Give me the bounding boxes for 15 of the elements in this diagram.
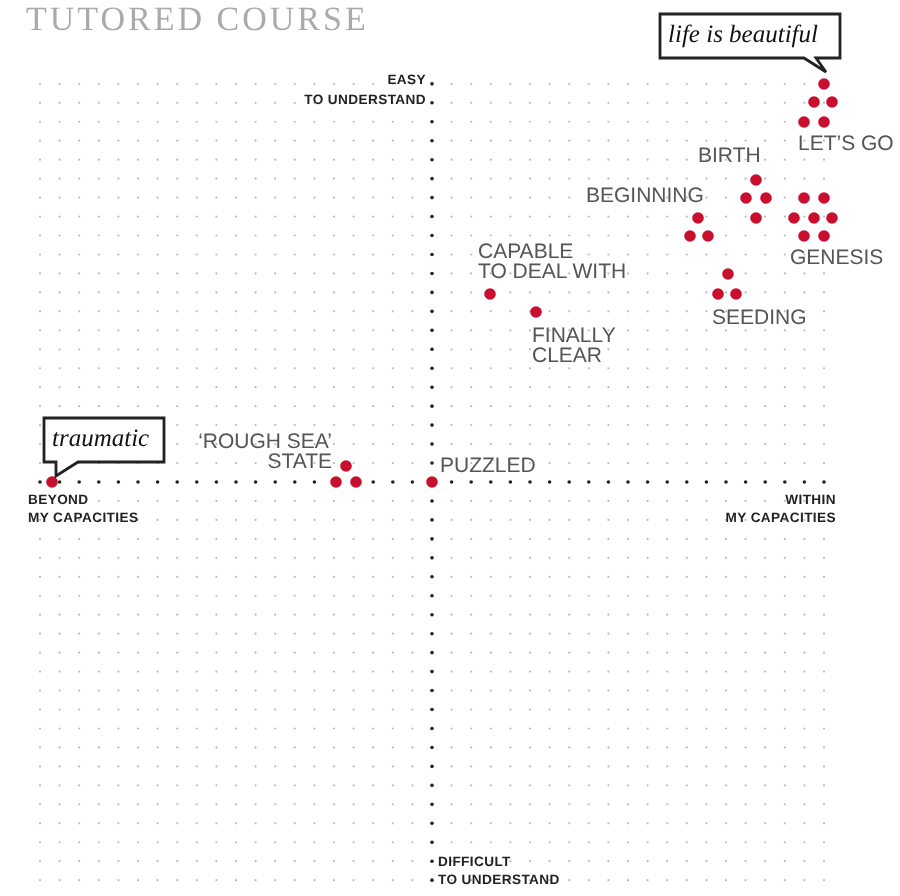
callout-bubble: traumatic [42, 416, 166, 478]
point-label: SEEDING [712, 308, 807, 329]
callout-bubble: life is beautiful [658, 12, 842, 74]
point-label: BEGINNING [586, 186, 704, 207]
point-label: LET’S GO [798, 134, 894, 155]
point-label: STATE [267, 452, 332, 473]
point-label: PUZZLED [440, 456, 536, 477]
point-label: FINALLY [532, 326, 616, 347]
point-label: BIRTH [698, 146, 761, 167]
point-label: GENESIS [790, 248, 884, 269]
point-label: ‘ROUGH SEA’ [198, 432, 332, 453]
point-label: TO DEAL WITH [478, 262, 627, 283]
title: TUTORED COURSE [26, 2, 369, 36]
point-label: CAPABLE [478, 242, 574, 263]
point-label: CLEAR [532, 346, 603, 367]
